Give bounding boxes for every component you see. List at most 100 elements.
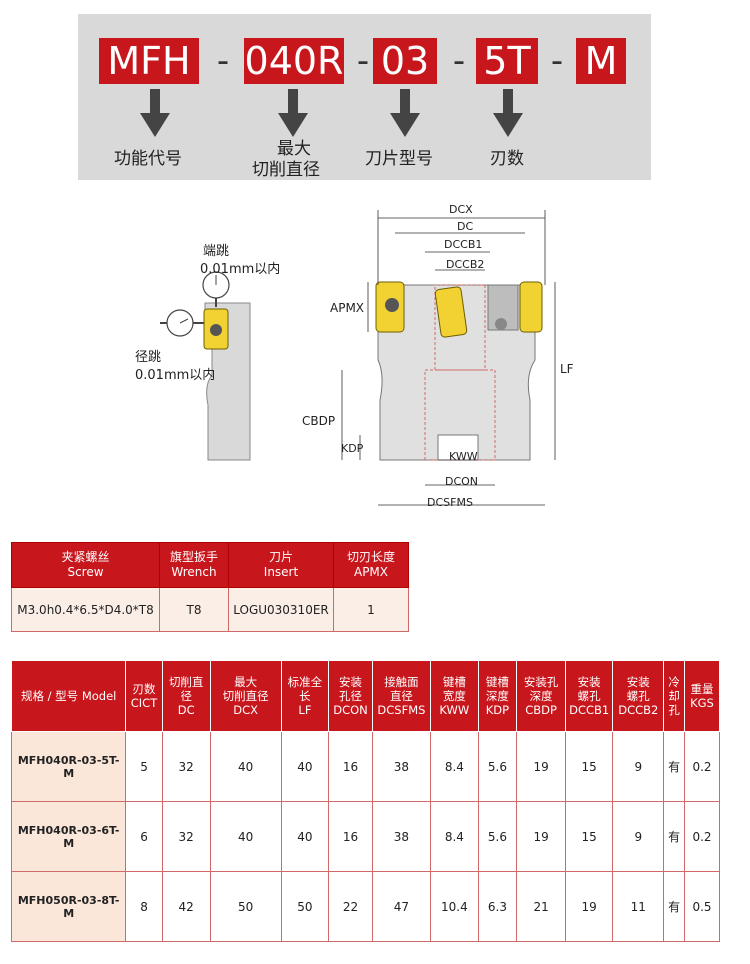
spec-value-cell: 10.4 [430, 871, 479, 942]
code-segment-diameter: 040R [244, 38, 344, 84]
dim-lf: LF [560, 362, 574, 376]
spec-value-cell: 40 [280, 801, 330, 872]
spec-model-cell: MFH040R-03-5T-M [10, 731, 127, 802]
dim-dccb1: DCCB1 [444, 238, 483, 251]
radial-runout-value: 0.01mm以内 [135, 368, 216, 383]
spec-value-cell: 0.2 [684, 801, 720, 872]
spec-value-cell: 32 [161, 801, 211, 872]
cell-screw: M3.0h0.4*6.5*D4.0*T8 [11, 587, 160, 632]
cell-insert: LOGU030310ER [228, 587, 334, 632]
spec-value-cell: 0.5 [684, 871, 720, 942]
spec-value-cell: 有 [663, 871, 685, 942]
dim-apmx: APMX [330, 301, 365, 315]
spec-value-cell: 19 [516, 731, 567, 802]
down-arrow-icon [493, 89, 523, 137]
label-max-diameter-line2: 切削直径 [252, 160, 320, 180]
code-dash: - [216, 41, 230, 81]
model-code-banner: MFH - 040R - 03 - 5T - M 功能代号 最大 切削直径 刀片… [78, 14, 651, 180]
down-arrow-icon [278, 89, 308, 137]
spec-value-cell: 40 [280, 731, 330, 802]
spec-model-cell: MFH050R-03-8T-M [10, 871, 127, 942]
spec-header-12: 冷却孔 [663, 660, 685, 732]
spec-value-cell: 38 [371, 801, 432, 872]
dim-kww: KWW [449, 450, 478, 463]
spec-value-cell: 8.4 [430, 801, 479, 872]
spec-value-cell: 6 [125, 801, 163, 872]
code-dash: - [356, 41, 370, 81]
axial-runout-label: 端跳 [203, 244, 230, 259]
dim-dcon: DCON [445, 475, 479, 488]
dim-dcsfms: DCSFMS [427, 496, 473, 509]
spec-value-cell: 5.6 [477, 801, 518, 872]
spec-value-cell: 15 [565, 801, 614, 872]
dim-cbdp: CBDP [302, 414, 336, 428]
spec-model-cell: MFH040R-03-6T-M [10, 801, 127, 872]
label-flute-count: 刃数 [490, 149, 524, 169]
down-arrow-icon [390, 89, 420, 137]
code-segment-function: MFH [99, 38, 199, 84]
code-dash: - [452, 41, 466, 81]
spec-value-cell: 50 [209, 871, 282, 942]
spec-value-cell: 5 [125, 731, 163, 802]
spec-value-cell: 42 [161, 871, 211, 942]
cell-wrench: T8 [159, 587, 229, 632]
spec-value-cell: 15 [565, 731, 614, 802]
code-dash: - [550, 41, 564, 81]
spec-value-cell: 19 [565, 871, 614, 942]
spec-value-cell: 22 [328, 871, 373, 942]
spec-value-cell: 5.6 [477, 731, 518, 802]
axial-runout-value: 0.01mm以内 [200, 262, 281, 277]
code-segment-suffix: M [576, 38, 626, 84]
label-function-code: 功能代号 [114, 149, 182, 169]
code-segment-flutes: 5T [476, 38, 538, 84]
spec-value-cell: 8 [125, 871, 163, 942]
spec-value-cell: 21 [516, 871, 567, 942]
spec-value-cell: 40 [209, 731, 282, 802]
cutter-dimension-drawing [341, 210, 556, 506]
spec-value-cell: 16 [328, 801, 373, 872]
spec-value-cell: 11 [612, 871, 665, 942]
spec-value-cell: 0.2 [684, 731, 720, 802]
spec-header-0: 规格 / 型号 Model [10, 660, 127, 732]
spec-value-cell: 38 [371, 731, 432, 802]
spec-value-cell: 16 [328, 731, 373, 802]
runout-check-drawing [160, 271, 251, 461]
dim-dc: DC [457, 220, 474, 233]
label-insert-type: 刀片型号 [365, 149, 433, 169]
code-segment-insert: 03 [373, 38, 437, 84]
spec-value-cell: 19 [516, 801, 567, 872]
spec-value-cell: 6.3 [477, 871, 518, 942]
spec-value-cell: 50 [280, 871, 330, 942]
spec-value-cell: 有 [663, 731, 685, 802]
dim-kdp: KDP [341, 442, 364, 455]
cell-apmx: 1 [333, 587, 409, 632]
parts-table-row: M3.0h0.4*6.5*D4.0*T8 T8 LOGU030310ER 1 [11, 587, 409, 632]
radial-runout-label: 径跳 [135, 350, 162, 365]
spec-value-cell: 47 [371, 871, 432, 942]
down-arrow-icon [140, 89, 170, 137]
label-max-diameter-line1: 最大 [277, 139, 311, 159]
spec-value-cell: 9 [612, 731, 665, 802]
